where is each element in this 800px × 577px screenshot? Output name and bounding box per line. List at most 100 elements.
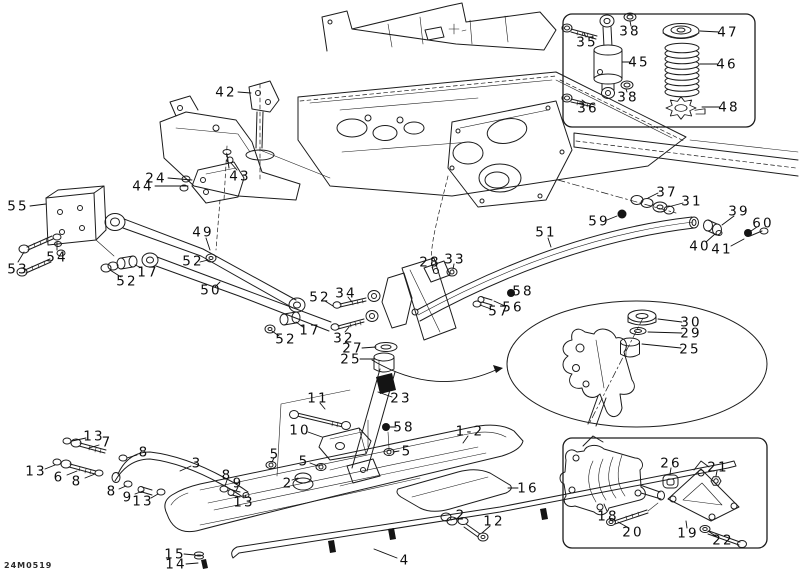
callout-23: 23 xyxy=(390,391,412,407)
callout-41: 41 xyxy=(711,242,733,258)
callout-leader-39 xyxy=(721,215,735,226)
trailing-arm-51 xyxy=(411,179,769,322)
callout-38: 38 xyxy=(617,90,639,106)
callout-45: 45 xyxy=(628,55,650,71)
callout-leader-47 xyxy=(699,30,720,33)
callout-40: 40 xyxy=(689,239,711,255)
callout-leader-18 xyxy=(603,503,608,512)
callout-5: 5 xyxy=(299,454,310,470)
callout-52: 52 xyxy=(275,332,297,348)
callout-30: 30 xyxy=(680,315,702,331)
callout-57: 57 xyxy=(488,304,510,320)
callout-13: 13 xyxy=(233,495,255,511)
callout-60: 60 xyxy=(752,216,774,232)
callout-22: 22 xyxy=(712,533,734,549)
callout-leader-2 xyxy=(291,477,299,481)
callout-34: 34 xyxy=(335,286,357,302)
callout-leader-37 xyxy=(647,192,659,199)
callout-leader-8 xyxy=(126,454,138,459)
callout-58: 58 xyxy=(393,420,415,436)
callout-32: 32 xyxy=(333,331,355,347)
callout-2: 2 xyxy=(283,476,294,492)
callout-55: 55 xyxy=(7,199,29,215)
steering-knuckle-inset xyxy=(559,435,768,549)
callout-leader-42 xyxy=(237,91,252,94)
callout-leader-36 xyxy=(581,99,587,104)
callout-leader-6 xyxy=(66,470,78,476)
callout-leader-22 xyxy=(707,530,718,538)
callout-52: 52 xyxy=(116,274,138,290)
callout-2: 2 xyxy=(456,508,467,524)
callout-leader-25 xyxy=(641,343,682,349)
callout-leader-26 xyxy=(669,467,672,475)
shock-absorber-inset xyxy=(561,12,756,128)
callout-leader-51 xyxy=(547,237,552,248)
callout-58: 58 xyxy=(512,284,534,300)
callout-33: 33 xyxy=(444,252,466,268)
callout-43: 43 xyxy=(229,169,251,185)
callout-leader-43 xyxy=(230,162,238,171)
callout-17: 17 xyxy=(299,323,321,339)
callout-leader-34 xyxy=(347,296,353,303)
callout-leader-40 xyxy=(705,233,716,243)
callout-49: 49 xyxy=(192,225,214,241)
callout-leader-49 xyxy=(205,237,211,251)
callout-24: 24 xyxy=(145,171,167,187)
callout-leader-52 xyxy=(109,269,122,278)
callout-leader-12 xyxy=(481,525,491,534)
callout-19: 19 xyxy=(677,526,699,542)
callout-5: 5 xyxy=(402,444,413,460)
callout-59: 59 xyxy=(588,214,610,230)
callout-leader-9 xyxy=(134,490,144,495)
callout-9: 9 xyxy=(233,476,244,492)
suspension-arms xyxy=(95,213,332,334)
callout-leader-53 xyxy=(17,251,25,263)
callout-leader-8 xyxy=(118,485,127,490)
callout-leader-10 xyxy=(307,431,323,438)
callout-15: 15 xyxy=(164,547,186,563)
callout-10: 10 xyxy=(289,423,311,439)
bracket-42 xyxy=(245,80,280,181)
callout-17: 17 xyxy=(137,265,159,281)
callout-leader-55 xyxy=(29,203,47,207)
callout-leader-8 xyxy=(84,473,96,479)
callout-18: 18 xyxy=(597,509,619,525)
callout-leader-11 xyxy=(319,402,326,410)
callout-52: 52 xyxy=(309,290,331,306)
callout-39: 39 xyxy=(728,204,750,220)
callout-42: 42 xyxy=(215,85,237,101)
callout-leader-2 xyxy=(450,517,457,521)
callout-leader-19 xyxy=(685,520,688,529)
detail-balloon xyxy=(371,300,768,428)
callout-53: 53 xyxy=(7,262,29,278)
callout-leader-57 xyxy=(479,304,492,310)
ski-assembly xyxy=(164,424,737,569)
callout-leader-60 xyxy=(750,226,758,232)
callout-leader-8 xyxy=(224,479,228,487)
handle-group xyxy=(52,437,250,499)
callout-28: 28 xyxy=(419,255,441,271)
callout-36: 36 xyxy=(577,101,599,117)
callout-51: 51 xyxy=(535,225,557,241)
callout-leader-33 xyxy=(452,263,455,270)
callout-leader-23 xyxy=(377,391,393,398)
callout-6: 6 xyxy=(54,470,65,486)
callout-5: 5 xyxy=(270,447,281,463)
callout-48: 48 xyxy=(718,100,740,116)
callout-leader-35 xyxy=(583,32,587,38)
callout-13: 13 xyxy=(132,494,154,510)
callout-leader-58 xyxy=(510,291,515,294)
callout-leader-38 xyxy=(629,20,632,27)
callout-35: 35 xyxy=(576,35,598,51)
callout-11: 11 xyxy=(307,391,329,407)
callout-leader-13 xyxy=(44,464,56,470)
callout-4: 4 xyxy=(400,553,411,569)
callout-leader-21 xyxy=(715,470,718,477)
callout-leader-13 xyxy=(150,493,159,499)
callout-leader-5 xyxy=(392,450,400,453)
bracket-24 xyxy=(179,145,245,251)
callout-leader-5 xyxy=(271,457,275,463)
callout-46: 46 xyxy=(716,57,738,73)
